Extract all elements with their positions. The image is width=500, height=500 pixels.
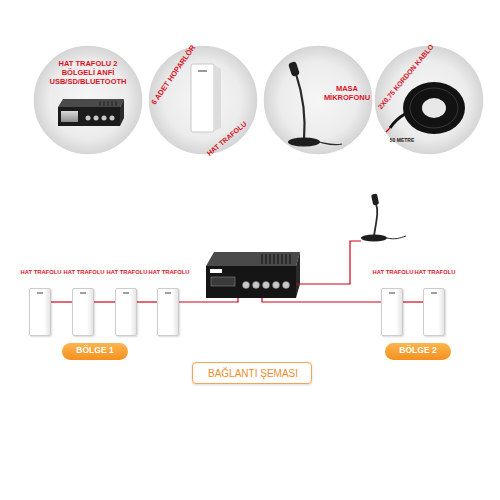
length-label: 50 METRE — [385, 138, 419, 144]
amplifier-front — [58, 107, 120, 126]
amplifier-vents — [262, 254, 290, 264]
speaker-logo — [165, 292, 171, 294]
circle-shape — [263, 45, 373, 155]
amplifier-side — [120, 99, 124, 126]
speaker-box: HAT TRAFOLU — [29, 288, 51, 336]
speaker-box: HAT TRAFOLU — [157, 288, 179, 336]
speaker-logo — [389, 292, 395, 294]
speaker-wire — [94, 301, 115, 302]
circle-shape — [148, 45, 258, 155]
microphone-cord — [319, 142, 342, 145]
speaker-logo — [431, 292, 437, 294]
amplifier-knob — [110, 116, 115, 121]
speaker-label: HAT TRAFOLU — [10, 269, 72, 276]
amplifier-icon — [58, 99, 124, 126]
zone-wire — [262, 298, 381, 302]
amplifier-panel — [61, 111, 78, 122]
microphone-head — [288, 61, 300, 77]
microphone-head — [371, 193, 379, 205]
amplifier-front — [206, 266, 296, 298]
circle-shape — [33, 45, 143, 155]
cable-wire — [386, 128, 390, 132]
amplifier-knob — [273, 282, 280, 289]
speaker-wires — [179, 241, 381, 302]
amplifier-knob — [86, 116, 91, 121]
microphone-neck — [296, 74, 305, 140]
amplifier-logo — [210, 269, 222, 273]
amplifier-knob — [102, 116, 107, 121]
product-label: MASA MİKROFONU — [322, 84, 372, 103]
product-circle: 2X0,75 KORDON KABLO50 METRE — [373, 44, 485, 156]
amplifier-vents — [100, 101, 116, 106]
amplifier-knob — [94, 116, 99, 121]
microphone-base — [361, 235, 387, 242]
microphone-wire — [296, 241, 361, 284]
product-circle: 6 ADET HOPARLÖRHAT TRAFOLU — [147, 44, 259, 156]
speaker-side — [214, 65, 221, 131]
amplifier-side — [296, 252, 300, 298]
speaker-logo — [123, 292, 129, 294]
speaker-label: HAT TRAFOLU — [53, 269, 115, 276]
speaker-label: HAT TRAFOLU — [404, 269, 466, 276]
cable-coil — [403, 82, 465, 134]
microphone-base — [288, 138, 320, 147]
circle-outline — [147, 44, 259, 156]
amplifier-knob — [243, 282, 250, 289]
amplifier-top — [206, 252, 300, 266]
amplifier — [206, 252, 300, 298]
zone-pill: BÖLGE 1 — [62, 343, 128, 360]
product-label: HAT TRAFOLU 2 BÖLGELİ ANFİ USB/SD/BLUETO… — [45, 59, 131, 86]
cable-hole — [422, 98, 446, 118]
amplifier-top — [58, 99, 124, 107]
speaker-wire — [51, 301, 72, 302]
speaker-box: HAT TRAFOLU — [72, 288, 94, 336]
product-circle: MASA MİKROFONU — [262, 44, 374, 156]
zone-pill: BÖLGE 2 — [385, 343, 451, 360]
speaker-wire — [403, 301, 423, 302]
amplifier-knob — [253, 282, 260, 289]
zone-label: BÖLGE 2 — [385, 346, 451, 356]
title-label: BAĞLANTI ŞEMASI — [193, 368, 313, 380]
speaker-details — [37, 292, 437, 294]
speaker-logo — [37, 292, 43, 294]
product-circle: HAT TRAFOLU 2 BÖLGELİ ANFİ USB/SD/BLUETO… — [32, 44, 144, 156]
speaker-label: HAT TRAFOLU — [138, 269, 200, 276]
microphone-neck — [374, 204, 377, 236]
speaker-box: HAT TRAFOLU — [423, 288, 445, 336]
microphone-icon — [288, 61, 342, 146]
title-box: BAĞLANTI ŞEMASI — [192, 362, 312, 384]
amplifier-knob — [283, 282, 290, 289]
microphone-cord — [387, 236, 406, 239]
speaker-logo — [80, 292, 86, 294]
amplifier-knob — [263, 282, 270, 289]
speaker-logo — [198, 70, 207, 72]
speaker-front — [191, 64, 214, 132]
speaker-box: HAT TRAFOLU — [381, 288, 403, 336]
cable-ring — [410, 88, 458, 128]
speaker-box: HAT TRAFOLU — [115, 288, 137, 336]
zone-label: BÖLGE 1 — [62, 346, 128, 356]
zone-wire — [179, 298, 238, 302]
amplifier-display — [211, 277, 235, 286]
speaker-wire — [137, 301, 157, 302]
cable-icon — [386, 82, 465, 134]
cable-end — [390, 114, 405, 128]
speaker-icon — [191, 64, 221, 132]
cable-wire — [388, 129, 391, 134]
desk-microphone — [361, 193, 406, 241]
